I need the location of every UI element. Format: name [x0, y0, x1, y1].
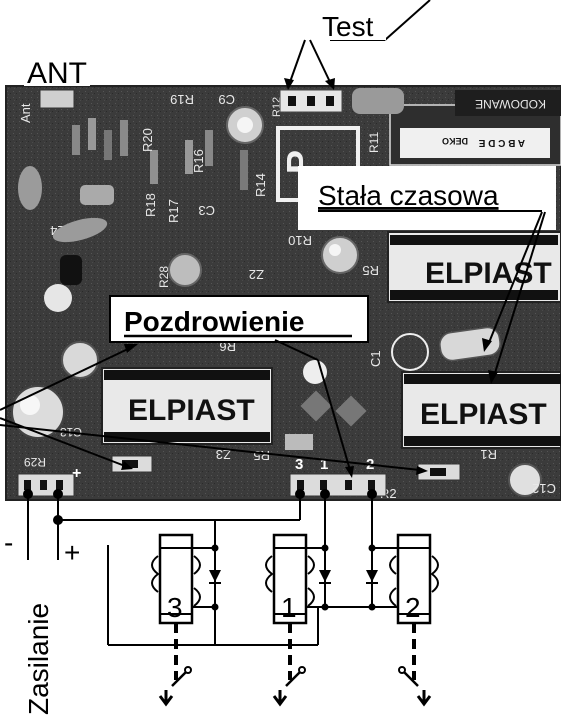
pcb-text-kodowane: KODOWANE [475, 97, 546, 111]
header-pin-3: 3 [295, 456, 303, 473]
pcb-text-abcde: A B C D E [478, 137, 525, 148]
label-ant: ANT [27, 57, 87, 90]
pcb-text-r10: R10 [288, 233, 312, 248]
ant-label-bg [24, 52, 90, 86]
pcb-text-r20: R20 [140, 128, 155, 152]
kodowane-strip [455, 90, 561, 116]
chip-label-1: ELPIAST [425, 257, 552, 290]
transistor-black [60, 255, 82, 285]
trimmer-capacitor [168, 253, 202, 287]
capacitor-c12 [508, 463, 542, 497]
pcb-text-r19: R19 [170, 92, 194, 107]
pcb-text-c1: C1 [368, 350, 383, 367]
pcb-text-c3: C3 [198, 203, 215, 218]
label-plus: + [64, 537, 80, 568]
pcb-text-ant: Ant [18, 103, 33, 123]
pcb-text-r5: R5 [253, 448, 270, 463]
test-annotation: Test [284, 0, 431, 90]
pcb-text-z2-top: Z2 [249, 267, 264, 282]
relay-schematic [214, 489, 377, 548]
transistor-left [80, 185, 114, 205]
chip-elpiast-1: ELPIAST [387, 231, 561, 303]
time-constant-capacitor [439, 326, 501, 362]
chip-elpiast-3: ELPIAST [401, 371, 561, 449]
resistor-array [72, 118, 248, 190]
pcb-text-r14: R14 [253, 173, 268, 197]
relay-number-2: 2 [405, 592, 421, 623]
stala-czasowa-annotation: Stała czasowa [298, 166, 556, 384]
pcb-text-z3: Z3 [216, 447, 231, 462]
small-transistor-b [335, 395, 367, 427]
label-pozdrowienie: Pozdrowienie [124, 306, 304, 337]
relay-2: 2 [366, 533, 439, 707]
pcb-text-deko: DEKO [442, 136, 468, 146]
small-capacitor [285, 434, 313, 450]
electrolytic-capacitor-mid [321, 236, 359, 274]
label-stala-czasowa: Stała czasowa [318, 180, 499, 211]
ceramic-capacitor-top [352, 88, 404, 114]
board-plus-mark: + [72, 465, 81, 482]
capacitor-left [61, 341, 99, 379]
output-header [289, 473, 387, 497]
pcb-text-r17: R17 [166, 199, 181, 223]
pcb-text-r18: R18 [143, 193, 158, 217]
antenna-header [39, 89, 75, 109]
pcb-text-r11: R11 [367, 132, 381, 153]
test-jumper-header [279, 89, 343, 113]
header-pin-1: 1 [320, 456, 328, 473]
chip-label-3: ELPIAST [420, 398, 547, 431]
round-component [303, 360, 327, 384]
label-zasilanie: Zasilanie [23, 603, 54, 715]
relay-1: 1 [265, 533, 331, 707]
pcb-text-r29: R29 [24, 455, 46, 469]
led [44, 284, 72, 312]
small-transistor-a [300, 390, 332, 422]
ceramic-capacitor-c4 [52, 217, 108, 243]
pozdrowienie-annotation: Pozdrowienie [0, 295, 428, 478]
pcb-text-c9: C9 [218, 92, 235, 107]
pcb-outline [5, 85, 561, 501]
decoder-dip-switch: DEKO A B C D E [400, 128, 550, 158]
pcb-text-r16: R16 [191, 149, 206, 173]
chip-label-2: ELPIAST [128, 394, 255, 427]
label-test: Test [322, 11, 374, 42]
pcb-text-c12: C12 [532, 481, 556, 496]
pcb-text-u: R5 [362, 263, 379, 278]
label-minus: - [4, 527, 13, 558]
transistor-footprint [391, 333, 429, 371]
pcb-text-r28: R28 [157, 266, 171, 288]
pcb-text-r1: R1 [480, 447, 497, 462]
ceramic-capacitor-left [18, 166, 42, 210]
relay-number-1: 1 [281, 592, 297, 623]
pcb-board: KODOWANE DEKO A B C D E R19 C9 R18 R17 R… [5, 85, 561, 501]
relay-number-3: 3 [167, 592, 183, 623]
relay-3: 3 [151, 533, 221, 707]
chip-elpiast-2: ELPIAST [101, 367, 273, 445]
